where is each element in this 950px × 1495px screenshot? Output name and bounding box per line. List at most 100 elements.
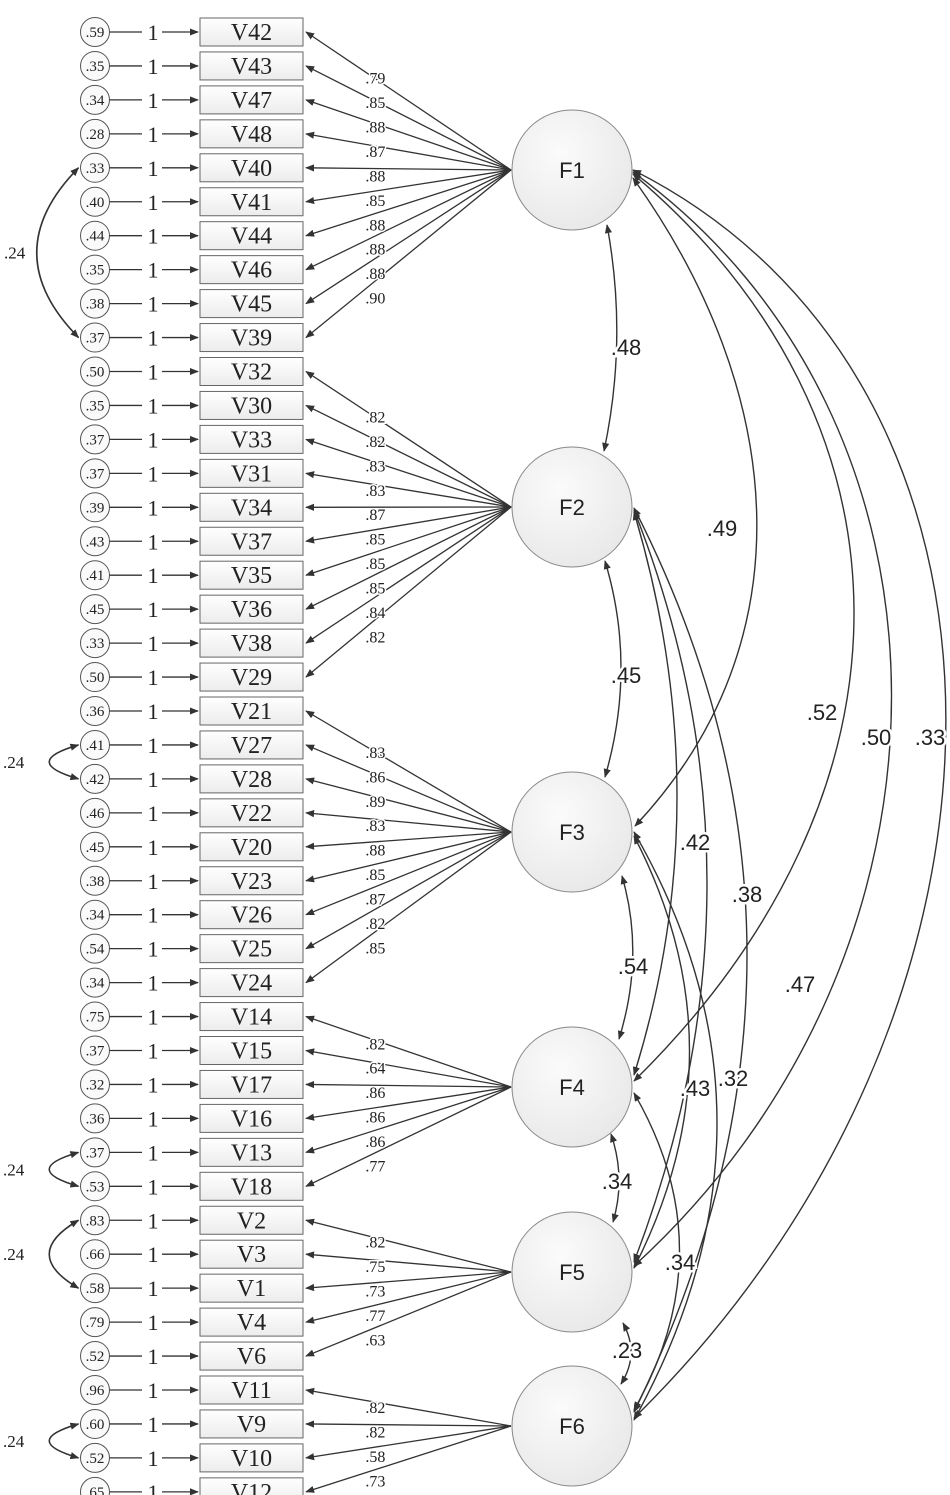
observed-variable-label: V18	[231, 1174, 272, 1200]
factor-correlation-label: .52	[807, 700, 838, 725]
factor-correlation-arrow-f2-f5	[633, 509, 708, 1263]
loading-label: .77	[365, 1308, 385, 1325]
error-variance-label: .38	[86, 874, 105, 890]
observed-variable-label: V27	[231, 733, 272, 759]
observed-variable-box	[199, 1036, 304, 1065]
observed-variable-label: V37	[231, 529, 272, 555]
loading-arrow	[305, 131, 512, 171]
loading-arrow	[305, 506, 512, 644]
fixed-path-label: 1	[148, 190, 159, 215]
observed-variable-box	[199, 492, 304, 522]
factor-correlation-arrow-f3-f6	[633, 831, 718, 1421]
loading-label: .75	[365, 1259, 385, 1276]
loading-arrow	[305, 169, 512, 271]
error-covariance-paths	[36, 167, 80, 1460]
latent-factor-circle	[511, 1026, 633, 1148]
observed-variable-box	[199, 560, 304, 590]
error-variance-label: .37	[86, 1145, 105, 1161]
factor-correlation-arrow-f1-f2	[602, 224, 618, 452]
loading-label: .88	[365, 168, 385, 185]
fixed-path-label: 1	[148, 903, 159, 928]
error-covariance-arrow	[48, 743, 80, 781]
observed-variable-box	[199, 1375, 304, 1405]
fixed-path-label: 1	[148, 495, 159, 520]
fixed-path-label: 1	[148, 1106, 159, 1131]
fixed-path-label: 1	[148, 326, 159, 351]
observed-variable-label: V32	[231, 360, 272, 386]
loading-arrow	[305, 404, 512, 508]
loading-arrow	[305, 1425, 512, 1461]
loading-arrow	[305, 1048, 512, 1088]
fixed-path-label: 1	[148, 1378, 159, 1403]
factor-correlation-label: .33	[915, 725, 946, 750]
fixed-path-label: 1	[148, 733, 159, 758]
factor-correlation-arrow-f4-f5	[610, 1133, 620, 1223]
latent-factor-f5: F5	[511, 1211, 633, 1333]
observed-variable-label: V4	[237, 1310, 266, 1336]
fixed-path-label: 1	[148, 665, 159, 690]
factor-correlation-label: .45	[611, 663, 642, 688]
error-variance-label: .38	[86, 297, 105, 313]
loading-label: .82	[365, 1425, 385, 1442]
loading-label: .88	[365, 266, 385, 283]
latent-factor-f3: F3	[511, 771, 633, 893]
observed-variable-label: V26	[231, 903, 272, 929]
error-variance-label: .46	[86, 806, 105, 822]
loading-arrow	[305, 471, 512, 508]
fixed-path-label: 1	[148, 360, 159, 385]
fixed-path-label: 1	[148, 1480, 159, 1495]
observed-variable-box	[199, 594, 304, 624]
fixed-path-label: 1	[148, 427, 159, 452]
factor-correlation-label: .32	[718, 1066, 749, 1091]
error-variance-label: .34	[86, 976, 105, 992]
loading-label: .88	[365, 843, 385, 860]
observed-variable-label: V22	[231, 801, 272, 827]
fixed-path-label: 1	[148, 767, 159, 792]
factor-correlation-paths	[602, 169, 947, 1421]
loading-label: .87	[365, 507, 385, 524]
latent-factor-label: F3	[559, 820, 585, 845]
loading-label: .64	[365, 1061, 385, 1078]
loading-arrow	[305, 1080, 512, 1089]
factor-correlation-label: .49	[707, 516, 738, 541]
loading-arrow	[305, 169, 512, 305]
observed-variable-box	[199, 51, 304, 81]
loading-label: .86	[365, 1134, 385, 1151]
observed-variable-label: V24	[231, 971, 272, 997]
loading-arrow	[305, 1425, 512, 1493]
error-covariance-arrow	[36, 167, 80, 339]
factor-correlation-arrow-f1-f4	[632, 173, 855, 1082]
latent-factor-circle	[511, 446, 633, 568]
observed-variable-box	[199, 187, 304, 217]
observed-variable-label: V25	[231, 937, 272, 963]
observed-variable-label: V44	[231, 224, 272, 250]
error-covariance-label: .24	[3, 1432, 25, 1451]
observed-variable-box	[199, 1239, 304, 1269]
observed-variable-label: V43	[231, 54, 272, 80]
factor-correlation-label: .47	[785, 972, 816, 997]
loading-arrow	[305, 1218, 512, 1273]
error-variance-label: .36	[86, 1111, 105, 1127]
error-covariance-arrow	[48, 1151, 80, 1188]
latent-factor-circle	[511, 1211, 633, 1333]
fixed-path-label: 1	[148, 1310, 159, 1335]
observed-variable-box	[199, 1171, 304, 1201]
observed-variable-label: V46	[231, 258, 272, 284]
error-variance-label: .33	[86, 636, 105, 652]
loading-label: .89	[365, 794, 385, 811]
loading-arrow	[305, 506, 512, 544]
